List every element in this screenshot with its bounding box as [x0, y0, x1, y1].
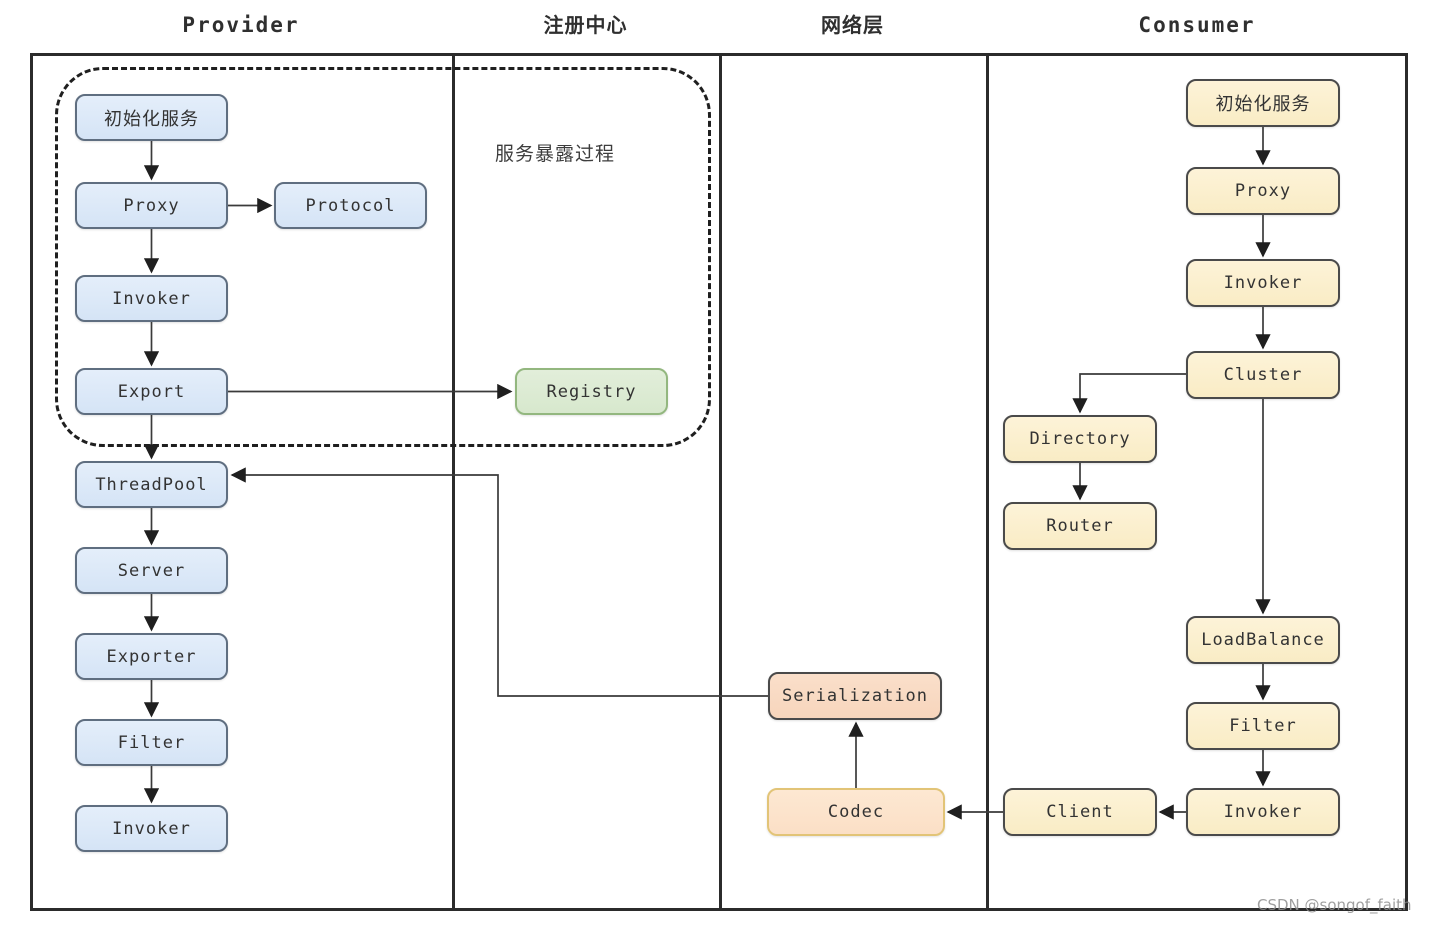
node-consumer-router: Router — [1003, 502, 1157, 550]
node-provider-invoker-bottom: Invoker — [75, 805, 228, 852]
column-divider-3 — [986, 53, 989, 911]
node-consumer-loadbalance: LoadBalance — [1186, 616, 1340, 664]
watermark: CSDN @songof_faith — [1257, 896, 1412, 914]
column-header-consumer: Consumer — [1138, 13, 1256, 37]
node-consumer-filter: Filter — [1186, 702, 1340, 750]
column-header-registry-center: 注册中心 — [543, 13, 628, 37]
node-provider-filter: Filter — [75, 719, 228, 766]
node-provider-export: Export — [75, 368, 228, 415]
node-provider-exporter: Exporter — [75, 633, 228, 680]
node-consumer-proxy: Proxy — [1186, 167, 1340, 215]
node-provider-threadpool: ThreadPool — [75, 461, 228, 508]
node-provider-proxy: Proxy — [75, 182, 228, 229]
column-header-provider: Provider — [182, 13, 300, 37]
service-exposure-dashed-region — [55, 67, 711, 447]
node-consumer-invoker-bottom: Invoker — [1186, 788, 1340, 836]
node-codec: Codec — [767, 788, 945, 836]
node-provider-init-service: 初始化服务 — [75, 94, 228, 141]
node-consumer-client: Client — [1003, 788, 1157, 836]
node-provider-server: Server — [75, 547, 228, 594]
node-consumer-invoker: Invoker — [1186, 259, 1340, 307]
node-consumer-init-service: 初始化服务 — [1186, 79, 1340, 127]
column-header-network-layer: 网络层 — [821, 13, 884, 37]
column-divider-2 — [719, 53, 722, 911]
node-consumer-cluster: Cluster — [1186, 351, 1340, 399]
node-provider-protocol: Protocol — [274, 182, 427, 229]
node-provider-invoker: Invoker — [75, 275, 228, 322]
node-consumer-directory: Directory — [1003, 415, 1157, 463]
node-registry: Registry — [515, 368, 668, 415]
service-exposure-label: 服务暴露过程 — [495, 143, 616, 165]
node-serialization: Serialization — [768, 672, 942, 720]
